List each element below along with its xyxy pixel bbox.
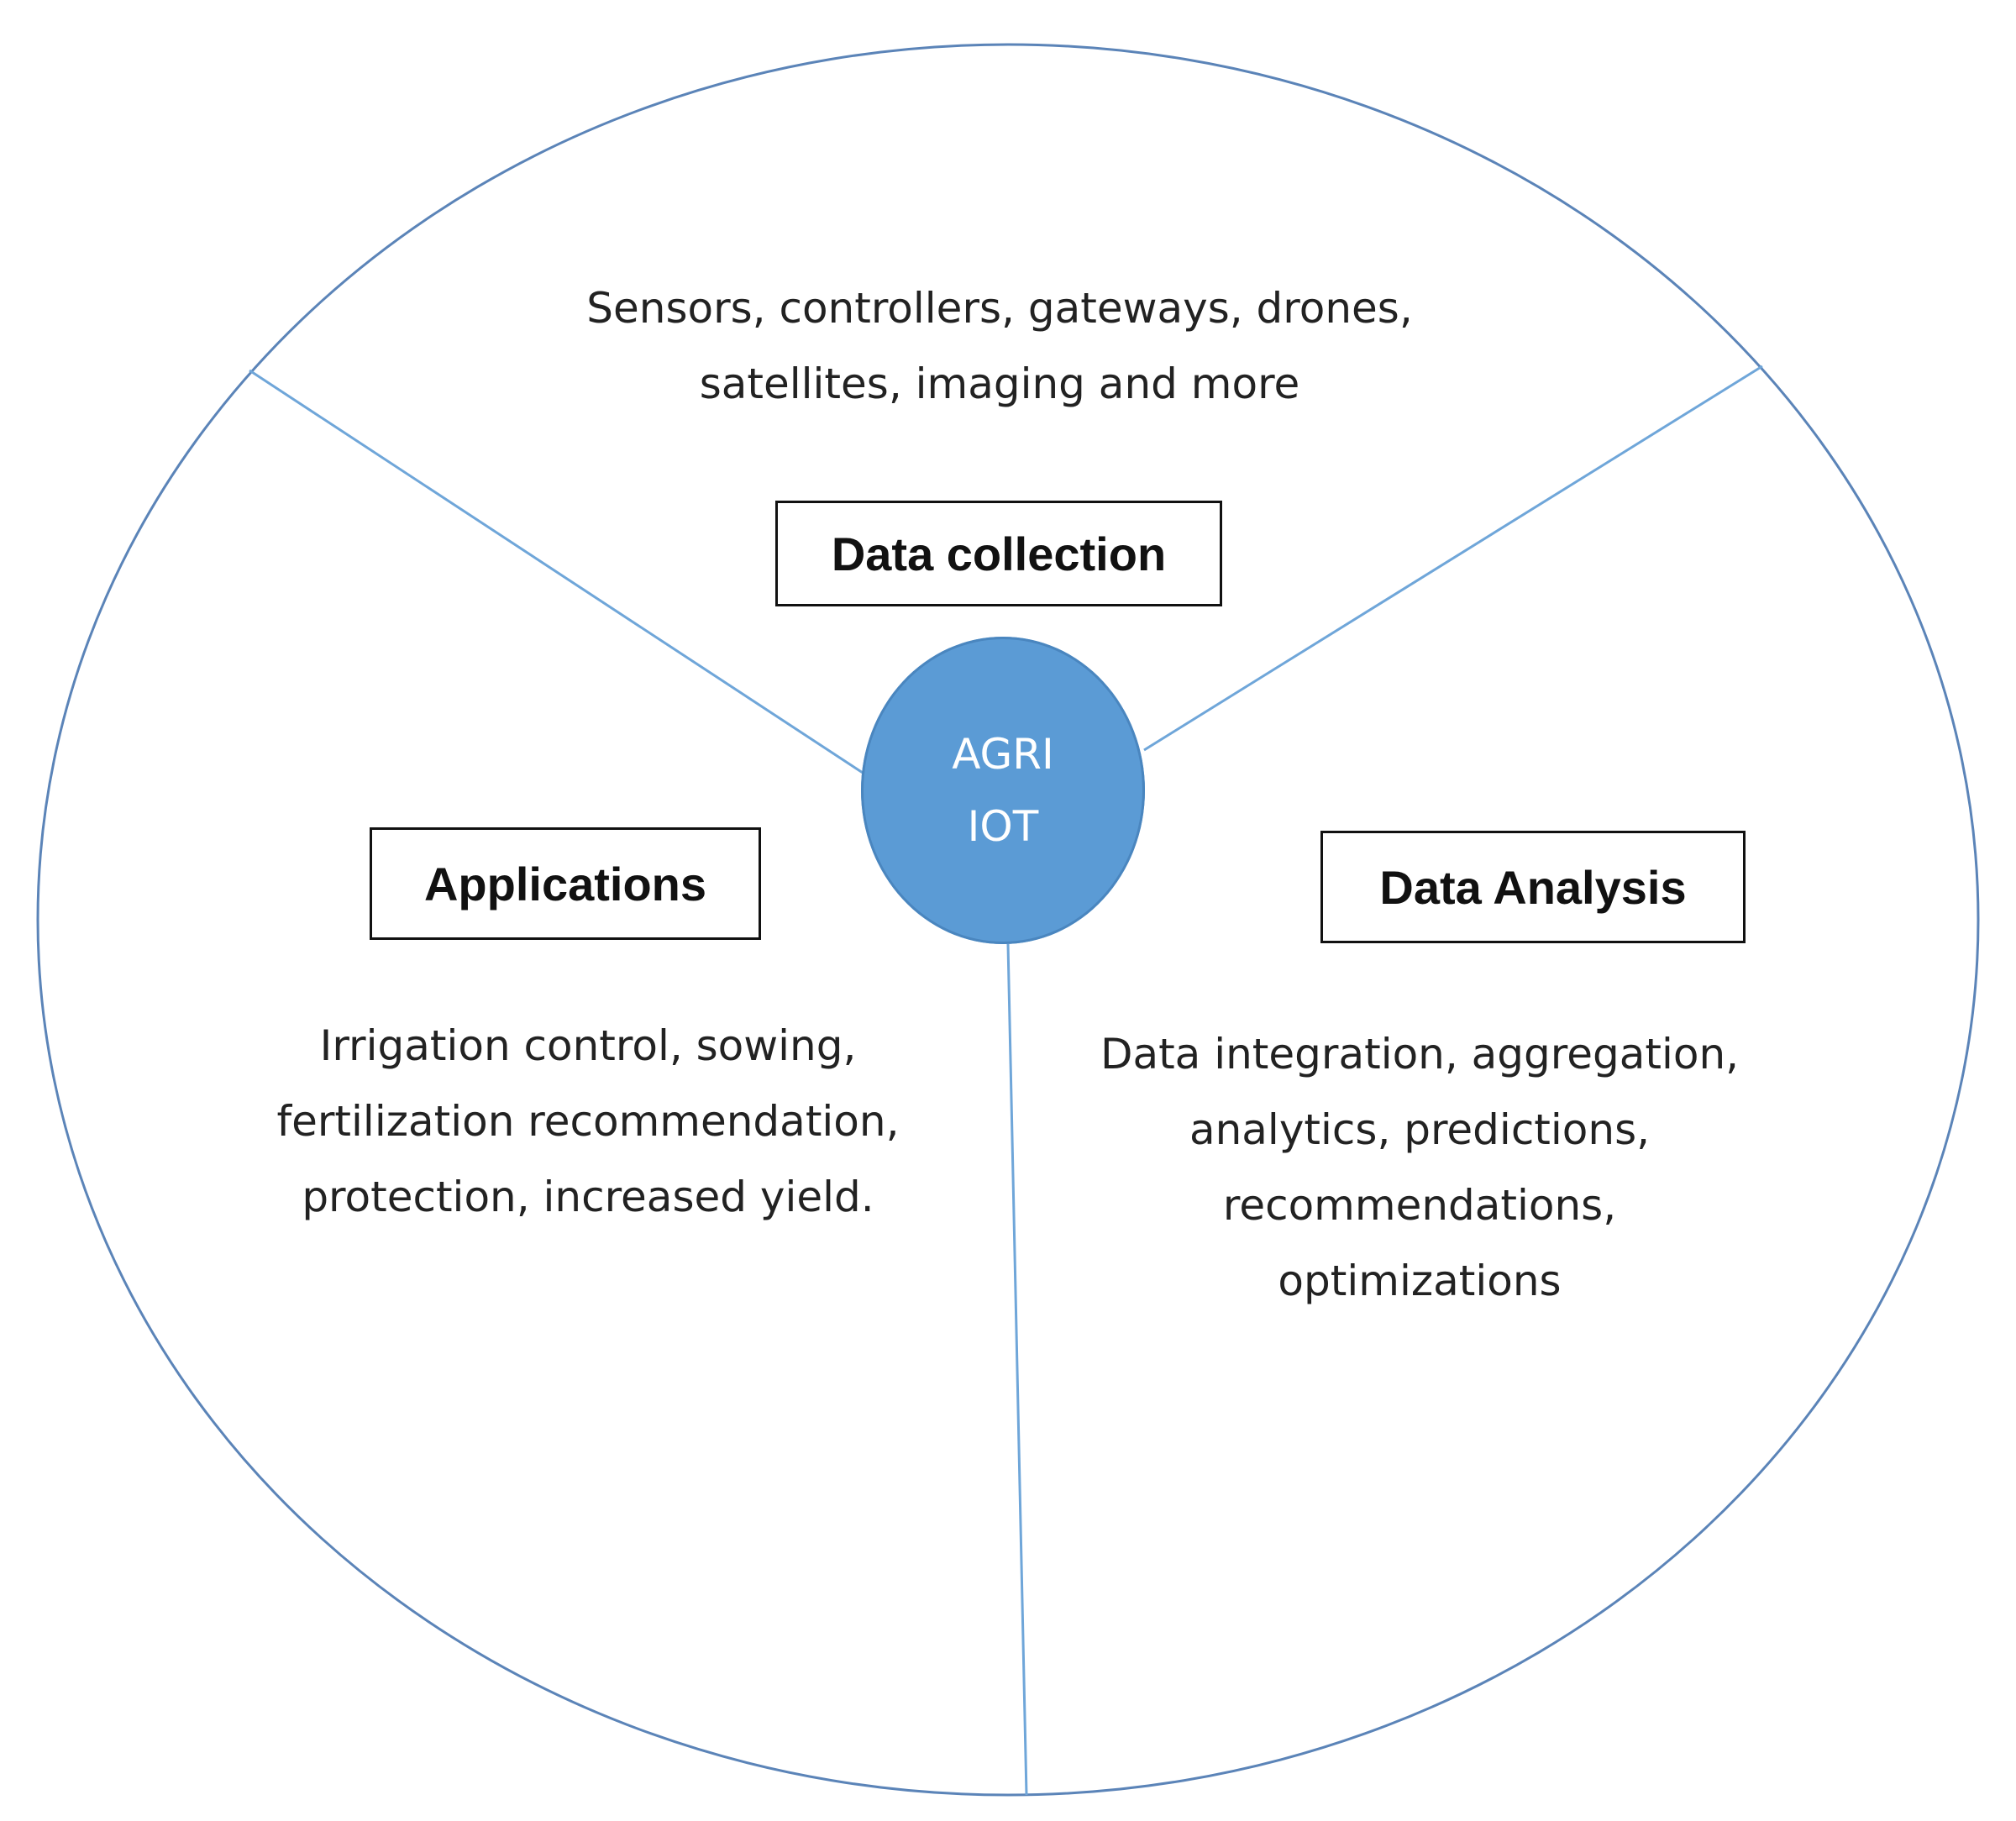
divider-upper-right — [1143, 365, 1763, 752]
outer-ring — [36, 43, 1980, 1797]
applications-description: Irrigation control, sowing, fertilizatio… — [168, 1008, 1008, 1235]
data-collection-label: Data collection — [775, 501, 1222, 606]
applications-line: fertilization recommendation, — [276, 1097, 900, 1146]
hub-line-1: AGRI — [952, 730, 1054, 779]
divider-bottom — [1006, 943, 1028, 1796]
data-collection-description: Sensors, controllers, gateways, drones, … — [454, 270, 1546, 422]
applications-line: protection, increased yield. — [302, 1173, 874, 1221]
agri-iot-hub: AGRI IOT — [861, 637, 1145, 944]
data-analysis-line: analytics, predictions, — [1189, 1105, 1651, 1154]
data-analysis-label: Data Analysis — [1320, 831, 1746, 943]
data-analysis-line: optimizations — [1278, 1257, 1562, 1305]
hub-line-2: IOT — [967, 802, 1039, 851]
applications-label: Applications — [370, 827, 761, 940]
divider-upper-left — [249, 369, 864, 774]
data-analysis-description: Data integration, aggregation, analytics… — [1000, 1016, 1840, 1319]
data-analysis-line: Data integration, aggregation, — [1100, 1030, 1740, 1078]
applications-line: Irrigation control, sowing, — [319, 1021, 857, 1070]
data-analysis-line: recommendations, — [1222, 1181, 1617, 1230]
data-collection-line: Sensors, controllers, gateways, drones, — [586, 284, 1413, 333]
data-collection-line: satellites, imaging and more — [699, 359, 1300, 408]
